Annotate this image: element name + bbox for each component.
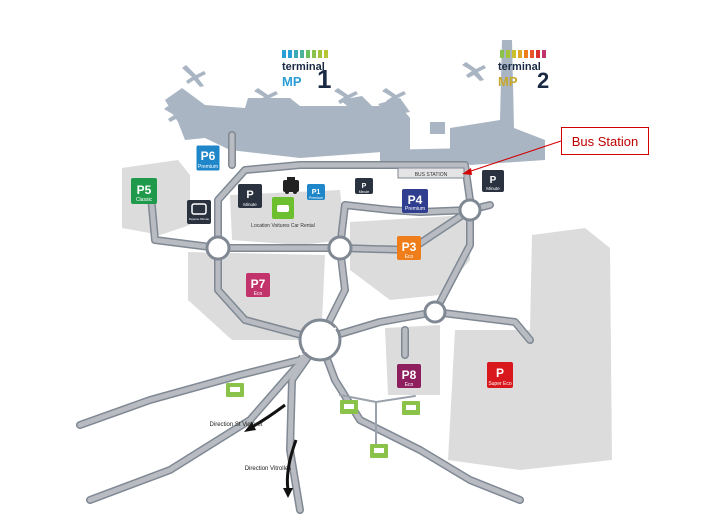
super-eco-code: P <box>496 366 504 380</box>
bus-station-strip-label: BUS STATION <box>415 172 448 178</box>
p4-label: Premium <box>405 206 425 212</box>
svg-text:P: P <box>362 183 367 190</box>
terminal-1-brand: MP <box>282 74 302 89</box>
terminal-2-brand: MP <box>498 74 518 89</box>
roundabout <box>458 198 482 222</box>
terminal-1-word: terminal <box>282 61 325 73</box>
p8-code: P8 <box>402 368 417 382</box>
bus-stop-icon[interactable] <box>402 401 420 415</box>
terminal-2-word: terminal <box>498 61 541 73</box>
parking-sign-p6[interactable]: P6 Premium <box>195 144 221 172</box>
parking-sign-minute-small[interactable]: P Minute <box>355 178 373 194</box>
parking-sign-p5[interactable]: P5 Classic <box>131 178 157 204</box>
annotation-arrowhead <box>462 168 472 175</box>
car-rental-label: Location Voitures Car Rental <box>251 223 315 229</box>
airplane-icons <box>164 62 486 125</box>
p5-code: P5 <box>137 183 152 197</box>
parking-sign-p4[interactable]: P4 Premium <box>402 189 428 213</box>
p8-label: Eco <box>405 382 414 388</box>
car-rental-sign[interactable]: Location Voitures Car Rental <box>251 197 315 229</box>
p4-code: P4 <box>408 193 423 207</box>
airplane-icon <box>164 106 188 125</box>
minute-right-label: Minute <box>486 186 500 191</box>
parking-sign-p8[interactable]: P8 Eco <box>397 364 421 388</box>
terminal-1-number: 1 <box>317 64 331 94</box>
direction-vitrolles-label: Direction Vitrolles <box>245 466 292 472</box>
terminal-building <box>165 40 545 165</box>
logo-color-bars <box>500 50 546 58</box>
bus-stop-icon[interactable] <box>340 400 358 414</box>
roundabout <box>205 235 231 261</box>
roundabouts <box>205 198 482 362</box>
airplane-icon <box>182 65 206 87</box>
direction-st-victoret-label: Direction St Victoret <box>210 422 263 428</box>
terminal-2-number: 2 <box>537 68 549 93</box>
parking-sign-super-eco[interactable]: P Super Eco <box>487 362 513 388</box>
p7-code: P7 <box>251 277 266 291</box>
airplane-icon <box>254 88 278 107</box>
svg-text:P: P <box>246 189 253 201</box>
p3-code: P3 <box>402 240 417 254</box>
bus-stop-icon[interactable] <box>370 444 388 458</box>
svg-text:P: P <box>490 175 497 186</box>
p7-label: Eco <box>254 291 263 297</box>
terminal-1-logo: terminal MP 1 <box>282 50 331 94</box>
p3-label: Eco <box>405 254 414 260</box>
terminal-2-logo: terminal MP 2 <box>498 50 549 93</box>
direction-vitrolles: Direction Vitrolles <box>245 439 298 498</box>
minute-center-label: Minute <box>243 202 257 207</box>
parking-sign-p7[interactable]: P7 Eco <box>246 273 270 297</box>
parking-sign-minute-center[interactable]: P Minute <box>238 184 262 208</box>
parking-sign-p1[interactable]: P1 Premium <box>307 184 325 200</box>
p6-code: P6 <box>201 149 216 163</box>
parking-areas <box>122 160 612 470</box>
airplane-icon <box>462 62 486 81</box>
roundabout <box>423 300 447 324</box>
annotation-arrow <box>467 140 562 173</box>
bus-station-strip: BUS STATION <box>397 167 465 179</box>
parking-sign-p3[interactable]: P3 Eco <box>397 236 421 260</box>
super-eco-label: Super Eco <box>488 381 512 387</box>
p1-label: Premium <box>309 196 323 200</box>
p6-label: Premium <box>198 164 218 170</box>
parking-sign-minute-right[interactable]: P Minute <box>482 170 504 192</box>
roundabout <box>327 235 353 261</box>
direction-st-victoret: Direction St Victoret <box>210 403 286 432</box>
minute-small-label: Minute <box>359 190 370 194</box>
logo-color-bars <box>282 50 328 58</box>
taxi-icon <box>283 177 299 194</box>
bus-station-callout: Bus Station <box>561 127 649 155</box>
p1-code: P1 <box>312 189 321 196</box>
area-super-eco <box>448 228 612 470</box>
bus-stop-icons <box>226 383 420 458</box>
airplane-icon <box>334 88 358 107</box>
parking-sign-depose-minute[interactable]: Dépose Minute <box>187 200 211 224</box>
p5-label: Classic <box>136 197 153 203</box>
bus-stop-icon[interactable] <box>226 383 244 397</box>
airplane-icon <box>382 88 406 107</box>
depose-minute-label: Dépose Minute <box>189 217 210 221</box>
